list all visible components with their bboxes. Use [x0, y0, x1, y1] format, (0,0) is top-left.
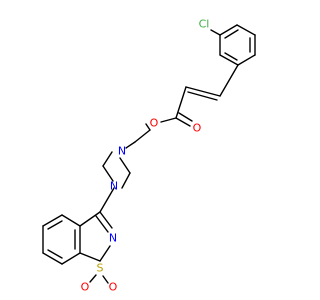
bond — [175, 86, 187, 119]
bond — [119, 157, 131, 174]
chlorine-atom: Cl — [199, 18, 210, 31]
bond — [125, 141, 136, 149]
bond — [61, 214, 81, 227]
bonds — [42, 24, 256, 284]
molecule-structure: Cl O O N N N S O O — [42, 18, 256, 294]
bond — [42, 252, 63, 265]
nitrogen-atom: N — [118, 145, 126, 158]
atom-labels: Cl O O N N N S O O — [81, 18, 210, 294]
bond — [134, 129, 151, 143]
bond — [224, 52, 238, 61]
bond — [185, 86, 221, 97]
bond — [219, 54, 239, 66]
bond — [89, 274, 97, 283]
oxygen-atom: O — [109, 281, 118, 294]
bond — [224, 29, 239, 39]
bond — [219, 64, 239, 97]
oxygen-atom: O — [193, 122, 202, 135]
nitrogen-atom: N — [110, 180, 118, 193]
bond — [99, 245, 111, 262]
bond — [210, 29, 221, 36]
bond — [145, 123, 151, 131]
bond — [237, 54, 256, 66]
nitrogen-atom: N — [109, 232, 117, 245]
oxygen-atom: O — [81, 281, 90, 294]
bond — [99, 187, 115, 213]
bond — [47, 249, 63, 259]
bond — [61, 252, 81, 265]
bond — [95, 215, 109, 233]
bond — [102, 165, 114, 182]
bond — [160, 117, 177, 123]
oxygen-atom: O — [150, 117, 159, 130]
bond — [178, 112, 193, 122]
bond — [102, 275, 109, 284]
bond — [187, 91, 218, 101]
bond — [42, 214, 63, 227]
bond — [175, 117, 191, 127]
sulfur-atom: S — [97, 262, 104, 275]
bond — [121, 172, 131, 189]
bond — [236, 24, 256, 36]
bond — [102, 151, 113, 167]
bond — [47, 220, 63, 230]
bond — [79, 252, 101, 262]
bond — [99, 211, 113, 229]
bond — [79, 211, 101, 227]
bond — [219, 24, 238, 36]
